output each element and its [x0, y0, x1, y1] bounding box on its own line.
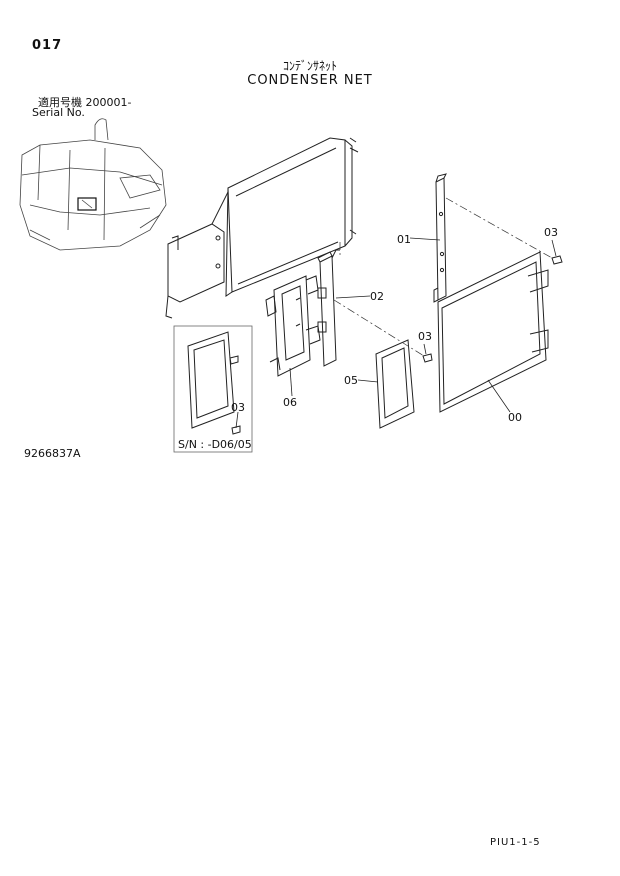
drawing-number: 9266837A: [24, 447, 81, 460]
part-06-frame: [265, 275, 321, 377]
callout-05: 05: [344, 374, 358, 387]
serial-label-japanese: 適用号機 200001-: [38, 96, 132, 109]
callout-01: 01: [397, 233, 411, 246]
part-00-net: [437, 251, 549, 413]
callout-00: 00: [508, 411, 522, 424]
machine-overview: [19, 118, 167, 251]
page-number: 017: [32, 38, 63, 53]
callout-06: 06: [283, 396, 297, 409]
page-code: PIU1-1-5: [490, 837, 541, 848]
callout-03-inset: 03: [231, 401, 245, 414]
serial-range-label: S/N : -D06/05: [178, 438, 252, 451]
page-title: CONDENSER NET: [247, 73, 373, 88]
condenser: [165, 137, 359, 319]
serial-label: Serial No.: [32, 106, 85, 119]
inset-box: [173, 325, 253, 453]
callout-03-right: 03: [544, 226, 558, 239]
clip-icon: [422, 255, 563, 363]
part-02-bracket: [317, 249, 340, 367]
callout-02: 02: [370, 290, 384, 303]
callout-03-mid: 03: [418, 330, 432, 343]
part-01-rail: [433, 173, 447, 303]
page-title-japanese: ｺﾝﾃﾞﾝｻﾈｯﾄ: [282, 59, 337, 73]
part-05-net: [375, 339, 415, 429]
